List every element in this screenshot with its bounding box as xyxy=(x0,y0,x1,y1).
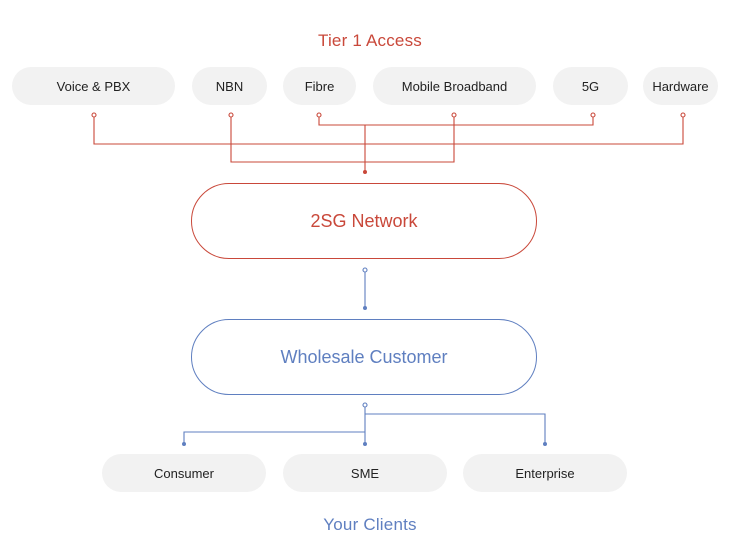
connector-fibre-5g xyxy=(318,115,594,126)
client-consumer: Consumer xyxy=(102,454,266,492)
connector-to-enterprise xyxy=(365,413,546,444)
connector-dot xyxy=(362,402,368,408)
client-enterprise: Enterprise xyxy=(463,454,627,492)
connector-dot xyxy=(451,112,457,118)
connector-nbn-mobile xyxy=(230,115,455,163)
connector-dot xyxy=(363,170,367,174)
your-clients-title: Your Clients xyxy=(323,515,417,534)
connector-dot xyxy=(363,442,367,446)
connector-dot xyxy=(363,306,367,310)
source-5g: 5G xyxy=(553,67,628,105)
connector-dot xyxy=(680,112,686,118)
connector-dot xyxy=(228,112,234,118)
connector-dot xyxy=(316,112,322,118)
connector-dot xyxy=(543,442,547,446)
source-nbn: NBN xyxy=(192,67,267,105)
connector-dot xyxy=(91,112,97,118)
connector-dot xyxy=(590,112,596,118)
source-mobile-broadband: Mobile Broadband xyxy=(373,67,536,105)
source-voice-pbx: Voice & PBX xyxy=(12,67,175,105)
network-node: 2SG Network xyxy=(191,183,537,259)
connector-dot xyxy=(182,442,186,446)
tier1-access-title: Tier 1 Access xyxy=(317,31,422,50)
source-fibre: Fibre xyxy=(283,67,356,105)
source-hardware: Hardware xyxy=(643,67,718,105)
client-sme: SME xyxy=(283,454,447,492)
wholesale-customer-node: Wholesale Customer xyxy=(191,319,537,395)
connector-dot xyxy=(362,267,368,273)
connector-voice-hardware xyxy=(93,115,684,145)
connector-to-consumer xyxy=(183,431,365,444)
